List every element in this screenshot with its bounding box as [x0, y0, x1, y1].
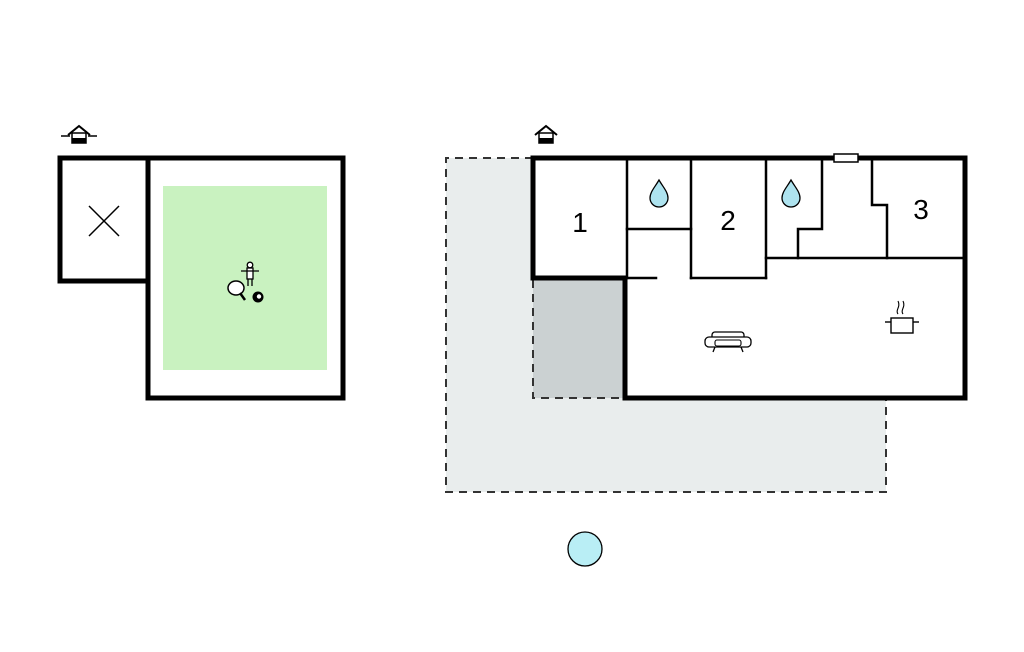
cooking-pot-icon [885, 300, 919, 334]
carport-outline [532, 280, 625, 399]
bedroom-3-label: 3 [913, 194, 929, 225]
activity-room-area [163, 186, 327, 370]
house-outer-wall [530, 155, 968, 401]
house-entrance-icon [61, 124, 97, 144]
cross-icon [88, 205, 120, 237]
terrace-outline [445, 157, 887, 493]
water-drop-icon [781, 178, 801, 208]
pool-circle-icon [567, 531, 603, 567]
table-football-icon [241, 261, 259, 286]
terrace-area [446, 158, 886, 492]
annex-building [57, 124, 346, 401]
main-house: 1 2 3 [445, 124, 968, 493]
bedroom-1-label: 1 [572, 207, 588, 238]
interior-walls [625, 156, 967, 280]
billiard-ball-icon [252, 291, 264, 303]
bedroom-2-label: 2 [720, 205, 736, 236]
house-entrance-icon [534, 124, 558, 144]
table-tennis-icon [227, 280, 247, 301]
water-drop-icon [649, 178, 669, 208]
skylight-icon [833, 153, 859, 163]
sofa-icon [704, 331, 752, 353]
annex-outer-wall [57, 155, 346, 401]
carport-area [533, 280, 625, 398]
